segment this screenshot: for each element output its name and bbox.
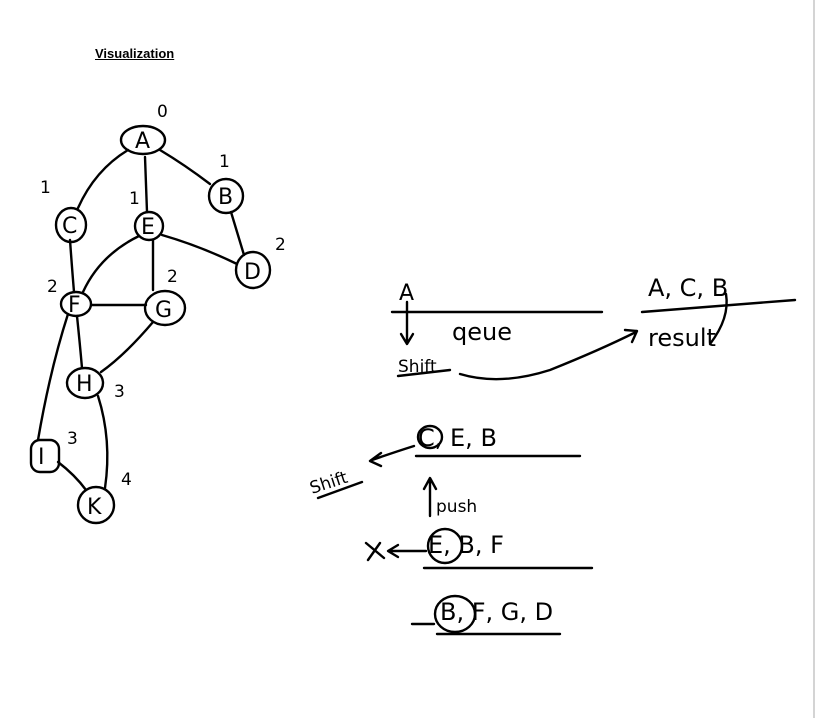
queue-label: qeue <box>452 318 512 346</box>
edge-a-c <box>76 148 130 210</box>
queue-down-arrow <box>399 300 415 346</box>
edge-h-k <box>96 394 109 490</box>
result-values: A, C, B <box>648 274 728 302</box>
edge-a-e <box>143 155 149 214</box>
node-a: A 0 <box>119 102 168 156</box>
node-d: D 2 <box>234 235 286 290</box>
node-g-level: 2 <box>167 267 178 287</box>
node-f-label: F <box>68 293 81 318</box>
node-f-level: 2 <box>47 277 58 297</box>
node-b: B 1 <box>207 152 245 215</box>
result-label: result <box>648 324 716 352</box>
node-e: E 1 <box>129 189 165 242</box>
step-row1-shift-underline <box>316 480 364 500</box>
queue-input-label: A <box>399 281 414 306</box>
node-a-level: 0 <box>157 102 168 122</box>
queue-shift-underline <box>396 368 452 378</box>
graph-edges <box>36 148 246 492</box>
edge-c-f <box>68 238 76 294</box>
step-row1-highlight <box>416 424 444 450</box>
step-row2-highlight <box>426 527 464 565</box>
node-k-label: K <box>87 495 102 520</box>
step-row2-shift-arrow <box>386 543 428 559</box>
node-c: C 1 <box>40 178 88 244</box>
edge-f-h <box>75 314 84 370</box>
push-label: push <box>436 497 477 517</box>
node-i-label: I <box>38 445 45 470</box>
edge-b-d <box>229 210 246 257</box>
node-h-level: 3 <box>114 382 125 402</box>
queue-panel: A qeue Shift A, C, B result <box>390 274 797 381</box>
edge-a-b <box>158 148 212 186</box>
node-e-label: E <box>141 215 155 240</box>
node-d-level: 2 <box>275 235 286 255</box>
node-a-label: A <box>135 129 150 154</box>
step-row3-values: B, F, G, D <box>440 598 553 626</box>
queue-to-result-arrow <box>458 328 639 381</box>
result-line <box>640 298 797 314</box>
node-f: F 2 <box>47 277 93 318</box>
node-b-label: B <box>218 185 233 210</box>
node-c-label: C <box>62 214 77 239</box>
node-g: G 2 <box>143 267 187 327</box>
node-g-label: G <box>155 298 172 323</box>
step-row2-values: E, B, F <box>428 531 504 559</box>
result-pointer <box>708 292 728 346</box>
edge-e-f <box>81 234 141 294</box>
step-row2-out-mark <box>364 541 386 562</box>
node-c-level: 1 <box>40 178 51 198</box>
node-h: H 3 <box>65 366 125 402</box>
node-h-label: H <box>76 372 93 397</box>
node-k-level: 4 <box>121 470 132 490</box>
push-arrow <box>422 476 438 518</box>
edge-f-i <box>36 312 70 442</box>
step-row3-highlight <box>433 594 477 634</box>
node-i: I 3 <box>29 429 78 474</box>
edge-g-h <box>99 320 155 374</box>
edge-i-k <box>56 460 88 492</box>
node-k: K 4 <box>76 470 132 525</box>
page-title: Visualization <box>95 46 175 61</box>
steps-section: C, E, B Shift push E, B, F B, F, G, D <box>307 424 594 636</box>
step-row1-shift-arrow <box>368 444 416 468</box>
node-b-level: 1 <box>219 152 230 172</box>
node-e-level: 1 <box>129 189 140 209</box>
node-d-label: D <box>244 260 261 285</box>
edge-e-d <box>160 233 239 266</box>
node-i-level: 3 <box>67 429 78 449</box>
page-right-border <box>813 0 815 718</box>
